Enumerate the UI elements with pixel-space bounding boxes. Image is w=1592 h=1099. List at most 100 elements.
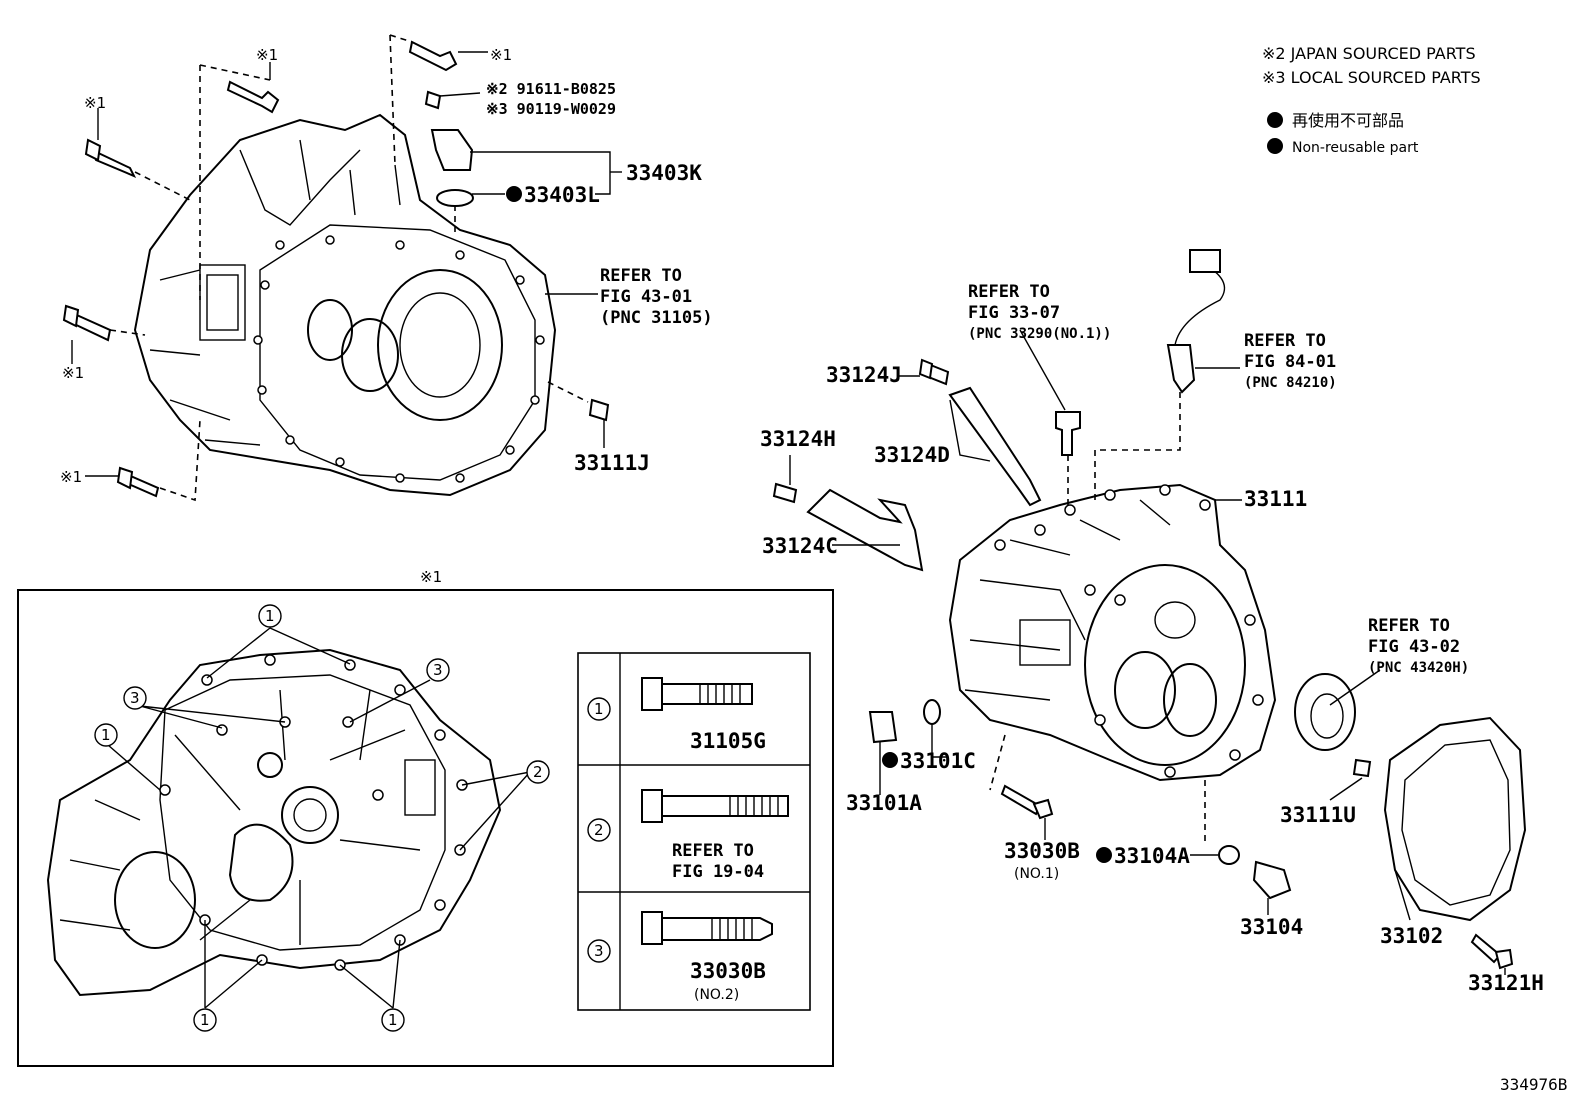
callout-2: 2 (533, 763, 543, 781)
legend-part-3: 33030B (690, 959, 766, 983)
figure-id: 334976B (1500, 1075, 1567, 1094)
bolt-icon (1000, 784, 1054, 820)
legend-row-1: 1 31105G (587, 677, 766, 753)
callout-1: 1 (200, 1011, 210, 1029)
part-33101A-label: 33101A (846, 791, 922, 815)
bolt-legend-table: 1 31105G 2 REFER TO FIG 19-04 3 (577, 652, 811, 1011)
gasket-icon (923, 699, 941, 725)
inset-frame (17, 589, 834, 1067)
callout-3: 3 (130, 689, 140, 707)
oil-seal-icon (1294, 673, 1356, 751)
bolt-icon (226, 80, 280, 114)
part-33111-label: 33111 (1244, 487, 1307, 511)
callout-1: 1 (265, 607, 275, 625)
ref-4302-line1: REFER TO (1368, 616, 1450, 636)
breather-plug-icon (430, 129, 474, 171)
part-33101C-label: 33101C (900, 749, 976, 773)
nonreusable-dot-icon (1267, 112, 1283, 128)
part-33124H-label: 33124H (760, 427, 836, 451)
transaxle-case-drawing (948, 483, 1277, 782)
bolt-icon (772, 482, 798, 504)
part-33104A-label: 33104A (1114, 844, 1190, 868)
legend-part-1: 31105G (690, 729, 766, 753)
part-33121H-label: 33121H (1468, 971, 1544, 995)
ref-8401-line1: REFER TO (1244, 331, 1326, 351)
o-ring-icon (436, 189, 474, 207)
part-33030B-label: 33030B (1004, 839, 1080, 863)
backup-light-switch-icon (1166, 249, 1226, 394)
ref-4301-line2: FIG 43-01 (600, 287, 692, 307)
callout-1: 1 (101, 726, 111, 744)
bolt-icon (116, 466, 160, 498)
note-local-sourced: ※3 LOCAL SOURCED PARTS (1262, 68, 1481, 87)
screw-icon (424, 90, 442, 110)
callout-1: 1 (388, 1011, 398, 1029)
callout-3: 3 (433, 661, 443, 679)
bolt-icon (84, 138, 137, 178)
mark-1-label: ※1 (256, 46, 278, 64)
ref-3307-line3: (PNC 33290(NO.1)) (968, 326, 1111, 342)
filler-plug-icon (1252, 860, 1292, 900)
nonreusable-dot-icon (1267, 138, 1283, 154)
dowel-pin-icon (1352, 758, 1372, 778)
inset-mark-label: ※1 (420, 568, 442, 586)
ref-4301-line1: REFER TO (600, 266, 682, 286)
part-33403K-label: 33403K (626, 161, 702, 185)
ref-4302-line2: FIG 43-02 (1368, 637, 1460, 657)
part-33104-label: 33104 (1240, 915, 1303, 939)
bolt-icon (1470, 933, 1514, 970)
legend-num-2: 2 (594, 821, 604, 839)
legend-row-2: 2 REFER TO FIG 19-04 (587, 789, 789, 882)
bolt-icon (641, 789, 789, 823)
bracket-icon (948, 386, 1042, 507)
note-nonreusable-jp: 再使用不可部品 (1292, 111, 1404, 130)
bolt-icon (918, 358, 950, 386)
part-33124D-label: 33124D (874, 443, 950, 467)
part-33124C-label: 33124C (762, 534, 838, 558)
mark-1-label: ※1 (84, 94, 106, 112)
note-japan-sourced: ※2 JAPAN SOURCED PARTS (1262, 44, 1476, 63)
ref-4302-line3: (PNC 43420H) (1368, 660, 1469, 676)
clutch-housing-drawing (133, 113, 557, 497)
part-m3-label: ※3 90119-W0029 (486, 100, 616, 118)
shift-lever-pin-icon (1055, 411, 1081, 456)
dowel-pin-icon (588, 398, 610, 422)
bolt-icon (641, 911, 773, 945)
nonreusable-dot-icon (882, 752, 898, 768)
gasket-icon (1218, 845, 1240, 865)
mark-1-label: ※1 (60, 468, 82, 486)
bolt-icon (408, 40, 458, 72)
ref-8401-line2: FIG 84-01 (1244, 352, 1336, 372)
part-m2-label: ※2 91611-B0825 (486, 80, 616, 98)
legend-row-3: 3 33030B (NO.2) (587, 911, 773, 1003)
ref-3307-line2: FIG 33-07 (968, 303, 1060, 323)
mark-1-label: ※1 (62, 364, 84, 382)
leader-lines (789, 329, 1506, 975)
part-33111J-label: 33111J (574, 451, 650, 475)
legend-num-1: 1 (594, 700, 604, 718)
legend-num-3: 3 (594, 942, 604, 960)
part-33111U-label: 33111U (1280, 803, 1356, 827)
nonreusable-dot-icon (1096, 847, 1112, 863)
part-33403L-label: 33403L (524, 183, 600, 207)
inset-callout-leaders (107, 627, 531, 1009)
ref-4301-line3: (PNC 31105) (600, 308, 713, 328)
case-cover-icon (1383, 716, 1527, 922)
leader-lines (71, 34, 622, 502)
bolt-icon (62, 304, 112, 342)
note-nonreusable-en: Non-reusable part (1292, 140, 1419, 156)
inset-housing-drawing (46, 648, 502, 997)
bolt-icon (641, 677, 753, 711)
ref-8401-line3: (PNC 84210) (1244, 375, 1337, 391)
legend-sub-3: (NO.2) (694, 987, 739, 1003)
nonreusable-dot-icon (506, 186, 522, 202)
drain-plug-icon (868, 711, 898, 744)
legend-sub-2: FIG 19-04 (672, 862, 764, 882)
part-33102-label: 33102 (1380, 924, 1443, 948)
part-33030B-sub: (NO.1) (1014, 866, 1059, 882)
legend-part-2: REFER TO (672, 841, 754, 861)
bracket-icon (806, 488, 924, 572)
ref-3307-line1: REFER TO (968, 282, 1050, 302)
mark-1-label: ※1 (490, 46, 512, 64)
